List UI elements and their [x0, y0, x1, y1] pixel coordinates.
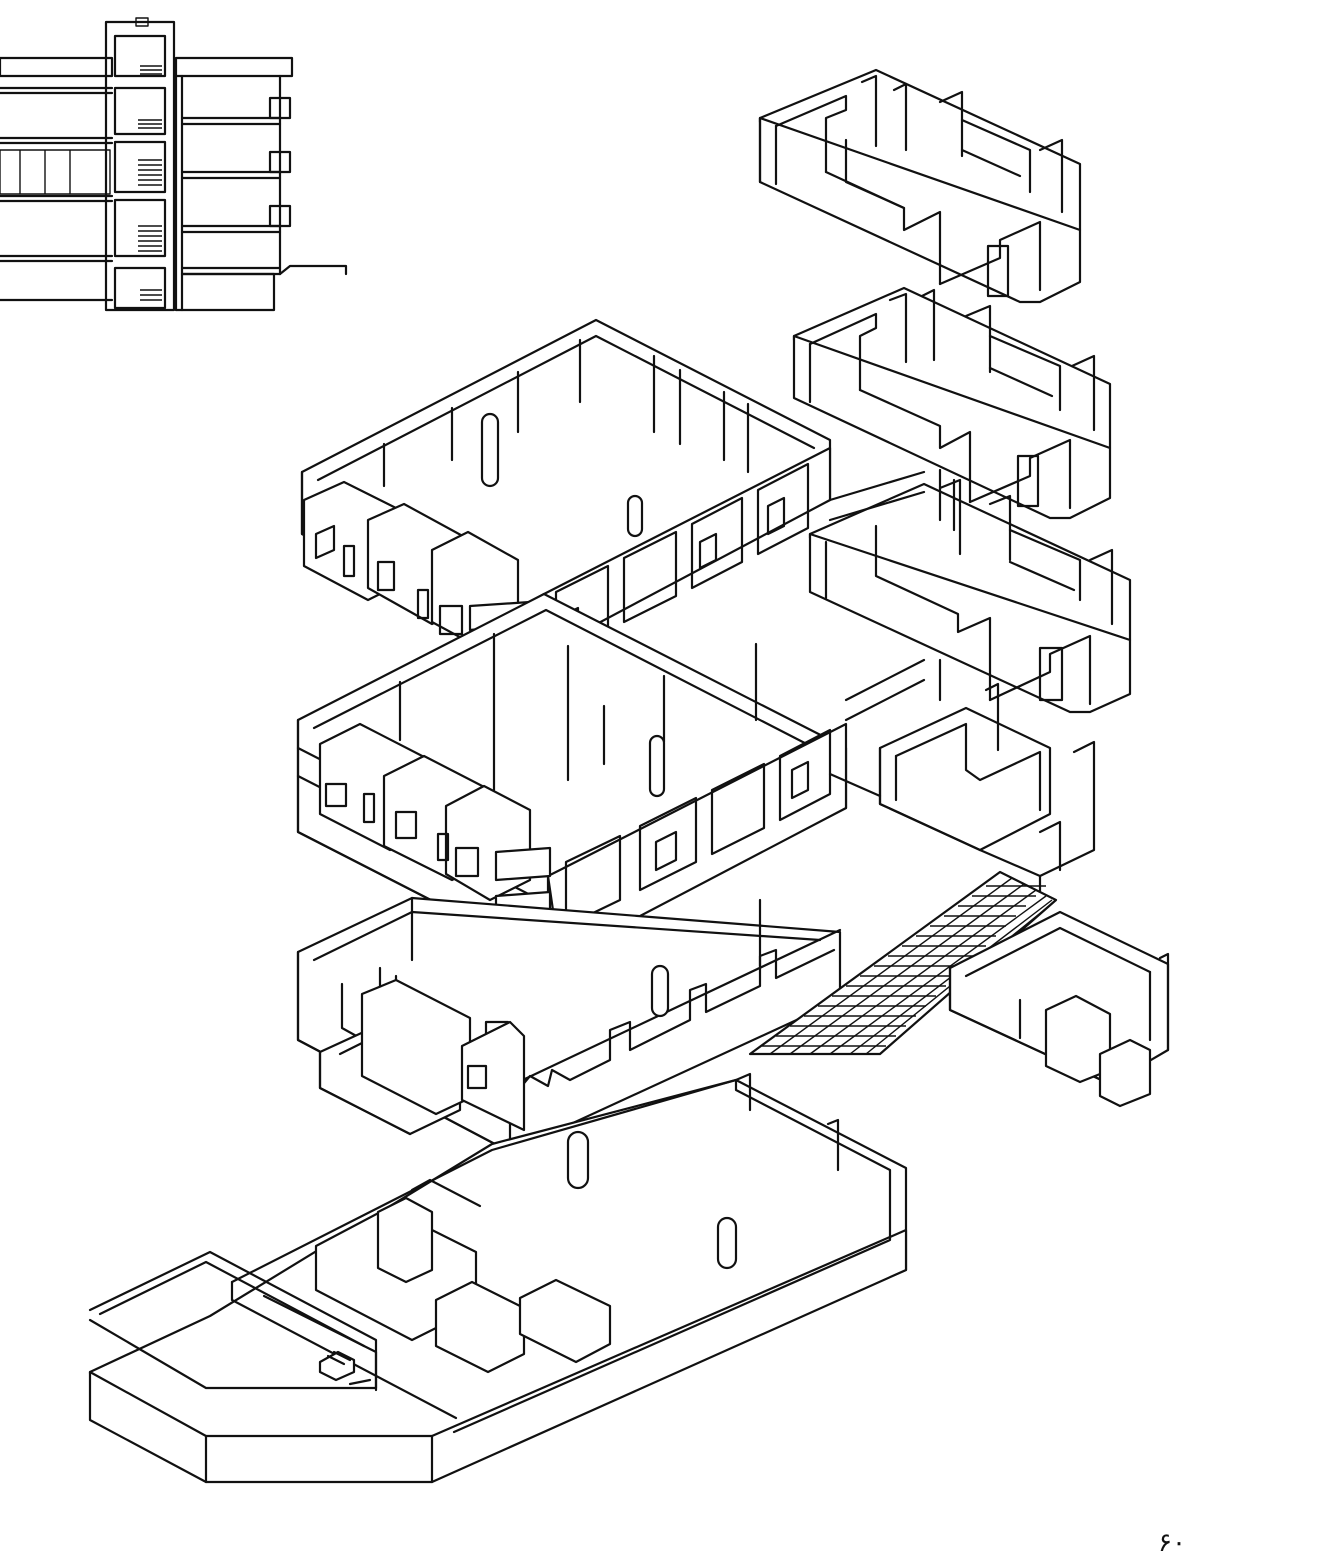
section-room-left	[0, 149, 111, 195]
apartment-unit-fourth	[878, 682, 1096, 878]
section-roof-slab-right	[174, 56, 294, 78]
section-stair-core	[104, 20, 176, 312]
annex-unit	[948, 910, 1170, 1108]
apartment-unit-third	[808, 478, 1132, 714]
floor-middle-level	[296, 592, 848, 962]
floor-upper-level	[300, 318, 832, 762]
section-roof-slab-left	[0, 56, 114, 78]
apartment-unit-top	[758, 68, 1082, 304]
page-number: ۶۰	[1158, 1528, 1186, 1558]
apartment-unit-second	[792, 286, 1112, 520]
building-section-drawing	[0, 17, 348, 312]
floor-basement-podium	[88, 1072, 908, 1484]
connection-lines	[828, 468, 1042, 894]
floor-ground-level	[296, 896, 842, 1154]
